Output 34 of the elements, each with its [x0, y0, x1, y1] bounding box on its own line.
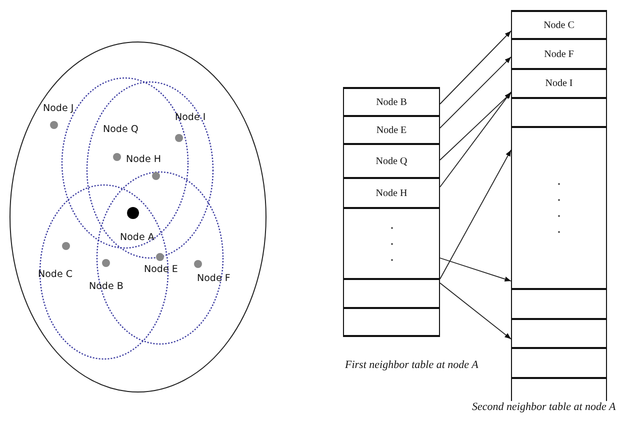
node-label: Node B [89, 281, 124, 293]
node-label: Node I [175, 112, 206, 124]
node-label: Node H [126, 154, 161, 166]
table-caption: First neighbor table at node A [345, 359, 478, 371]
table-cell [343, 307, 440, 337]
table-cell: Node F [511, 38, 607, 68]
node-label: Node E [144, 264, 178, 276]
table-cell: Node Q [343, 143, 440, 177]
table-cell [343, 278, 440, 307]
node-label: Node A [120, 232, 154, 244]
table-cell [511, 318, 607, 347]
node-label: Node C [38, 269, 72, 281]
table-cell [343, 207, 440, 278]
table-cell: Node C [511, 10, 607, 38]
arrow [440, 282, 512, 340]
node-label: Node J [43, 103, 74, 115]
arrow [440, 30, 512, 104]
table-cell: Node H [343, 177, 440, 207]
table-cell: Node E [343, 115, 440, 143]
table-caption: Second neighbor table at node A [472, 401, 616, 413]
table-cell [511, 126, 607, 288]
arrow [440, 258, 512, 282]
table-cell [511, 97, 607, 126]
node-label: Node F [197, 273, 230, 285]
table-cell [511, 288, 607, 318]
table-cell [511, 347, 607, 377]
table-cell [511, 377, 607, 401]
table-cell: Node I [511, 68, 607, 97]
node-label: Node Q [103, 124, 138, 136]
arrow [440, 150, 512, 280]
arrow [440, 56, 512, 128]
table-cell: Node B [343, 87, 440, 115]
arrow [440, 92, 512, 188]
arrow [440, 92, 512, 160]
